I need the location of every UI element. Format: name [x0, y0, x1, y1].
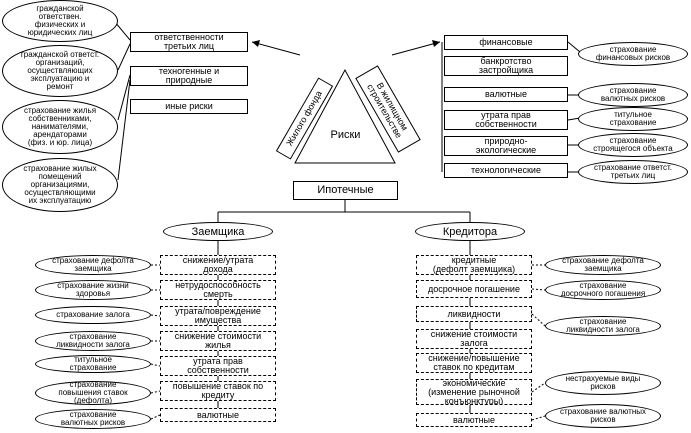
- mortgage-box: Ипотечные: [293, 181, 398, 200]
- right-ecological: природно- экологические: [444, 136, 568, 156]
- left-oval-4: страхование жилых помещений организациям…: [2, 158, 118, 212]
- borrower-oval-2: страхование жизни здоровья: [35, 280, 151, 300]
- left-technogenic: техногенные и природные: [130, 66, 248, 86]
- left-oval-3: страхование жилья собственниками, нанима…: [2, 100, 118, 154]
- borrower-item-1: снижение/утрата дохода: [160, 255, 276, 275]
- lender-oval-1: страхование дефолта заемщика: [545, 255, 661, 275]
- right-bankruptcy: банкротство застройщика: [444, 56, 568, 76]
- lender-oval-4: нестрахуемые виды рисков: [545, 371, 661, 395]
- right-currency: валютные: [444, 87, 568, 102]
- borrower-oval-3: страхование залога: [35, 306, 151, 324]
- lender-oval-3: страхование ликвидности залога: [545, 316, 661, 336]
- right-oval-4: страхование строящегося объекта: [578, 133, 688, 157]
- right-technological: технологические: [444, 163, 568, 178]
- lender-item-1: кредитные (дефолт заемщика): [416, 255, 532, 275]
- lender-item-3: ликвидности: [416, 306, 532, 322]
- borrower-item-6: повышение ставок по кредиту: [160, 381, 276, 401]
- lender-oval-2: страхование досрочного погашения: [545, 280, 661, 300]
- right-financial: финансовые: [444, 35, 568, 50]
- borrower-title: Заемщика: [163, 222, 273, 241]
- risks-title: Риски: [330, 129, 361, 141]
- borrower-item-4: снижение стоимости жилья: [160, 331, 276, 351]
- right-oval-2: страхование валютных рисков: [578, 83, 688, 107]
- borrower-oval-6: страхование повышения ставок (дефолта): [35, 381, 151, 405]
- right-title-loss: утрата прав собственности: [444, 110, 568, 130]
- borrower-item-5: утрата прав собственности: [160, 356, 276, 376]
- lender-title: Кредитора: [415, 222, 525, 241]
- borrower-item-2: нетрудоспособность смерть: [160, 280, 276, 300]
- lender-oval-5: страхование валютных рисков: [545, 404, 661, 428]
- right-oval-1: страхование финансовых рисков: [578, 42, 688, 66]
- right-oval-5: страхование ответст. третьих лиц: [578, 160, 688, 184]
- lender-item-4: снижение стоимости залога: [416, 329, 532, 349]
- left-other: иные риски: [130, 99, 248, 114]
- borrower-oval-5: титульное страхование: [35, 355, 151, 373]
- lender-item-7: валютные: [416, 413, 532, 427]
- borrower-item-7: валютные: [160, 408, 276, 422]
- borrower-oval-1: страхование дефолта заемщика: [35, 255, 151, 275]
- risk-triangle: [294, 68, 396, 164]
- right-oval-3: титульное страхование: [578, 107, 688, 131]
- left-oval-2: гражданской ответст. организаций, осущес…: [2, 45, 118, 97]
- lender-item-6: экономические (изменение рыночной конъюн…: [416, 379, 532, 405]
- left-oval-1: гражданской ответствен. физических и юри…: [2, 0, 118, 42]
- lender-item-5: снижение/повышение ставок по кредитам: [416, 353, 532, 373]
- lender-item-2: досрочное погашение: [416, 280, 532, 298]
- borrower-oval-7: страхование валютных рисков: [35, 409, 151, 429]
- borrower-item-3: утрата/повреждение имущества: [160, 306, 276, 326]
- left-liability: ответственности третьих лиц: [130, 32, 248, 52]
- borrower-oval-4: страхование ликвидности залога: [35, 331, 151, 351]
